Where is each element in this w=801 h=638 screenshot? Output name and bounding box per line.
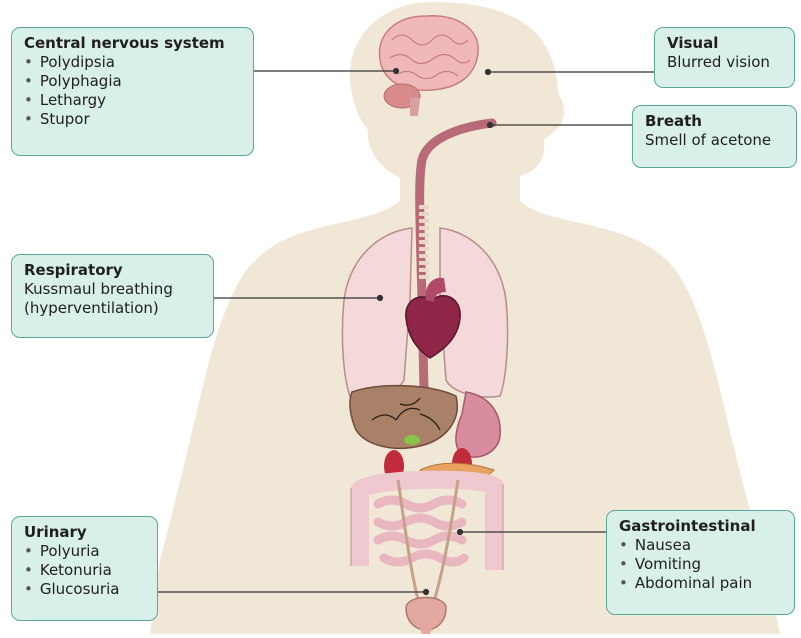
callout-visual: Visual Blurred vision (654, 27, 795, 88)
list-item: Ketonuria (24, 561, 147, 580)
list-item: Polydipsia (24, 53, 243, 72)
callout-text: Blurred vision (667, 53, 784, 72)
callout-central-nervous-system: Central nervous system Polydipsia Polyph… (11, 27, 254, 156)
symptom-list: Nausea Vomiting Abdominal pain (619, 536, 784, 593)
callout-title: Respiratory (24, 261, 203, 280)
gallbladder (404, 435, 420, 445)
callout-text: Smell of acetone (645, 131, 786, 150)
callout-urinary: Urinary Polyuria Ketonuria Glucosuria (11, 516, 158, 621)
list-item: Nausea (619, 536, 784, 555)
symptom-list: Polyuria Ketonuria Glucosuria (24, 542, 147, 599)
callout-text: Kussmaul breathing (24, 280, 203, 299)
symptom-list: Polydipsia Polyphagia Lethargy Stupor (24, 53, 243, 129)
callout-title: Urinary (24, 523, 147, 542)
callout-title: Gastrointestinal (619, 517, 784, 536)
callout-title: Central nervous system (24, 34, 243, 53)
callout-gastrointestinal: Gastrointestinal Nausea Vomiting Abdomin… (606, 510, 795, 615)
list-item: Polyphagia (24, 72, 243, 91)
list-item: Polyuria (24, 542, 147, 561)
urethra (420, 628, 432, 634)
callout-text: (hyperventilation) (24, 299, 203, 318)
brain (379, 16, 478, 90)
list-item: Glucosuria (24, 580, 147, 599)
callout-breath: Breath Smell of acetone (632, 105, 797, 168)
list-item: Stupor (24, 110, 243, 129)
callout-title: Visual (667, 34, 784, 53)
list-item: Lethargy (24, 91, 243, 110)
callout-title: Breath (645, 112, 786, 131)
callout-respiratory: Respiratory Kussmaul breathing (hyperven… (11, 254, 214, 338)
list-item: Vomiting (619, 555, 784, 574)
list-item: Abdominal pain (619, 574, 784, 593)
